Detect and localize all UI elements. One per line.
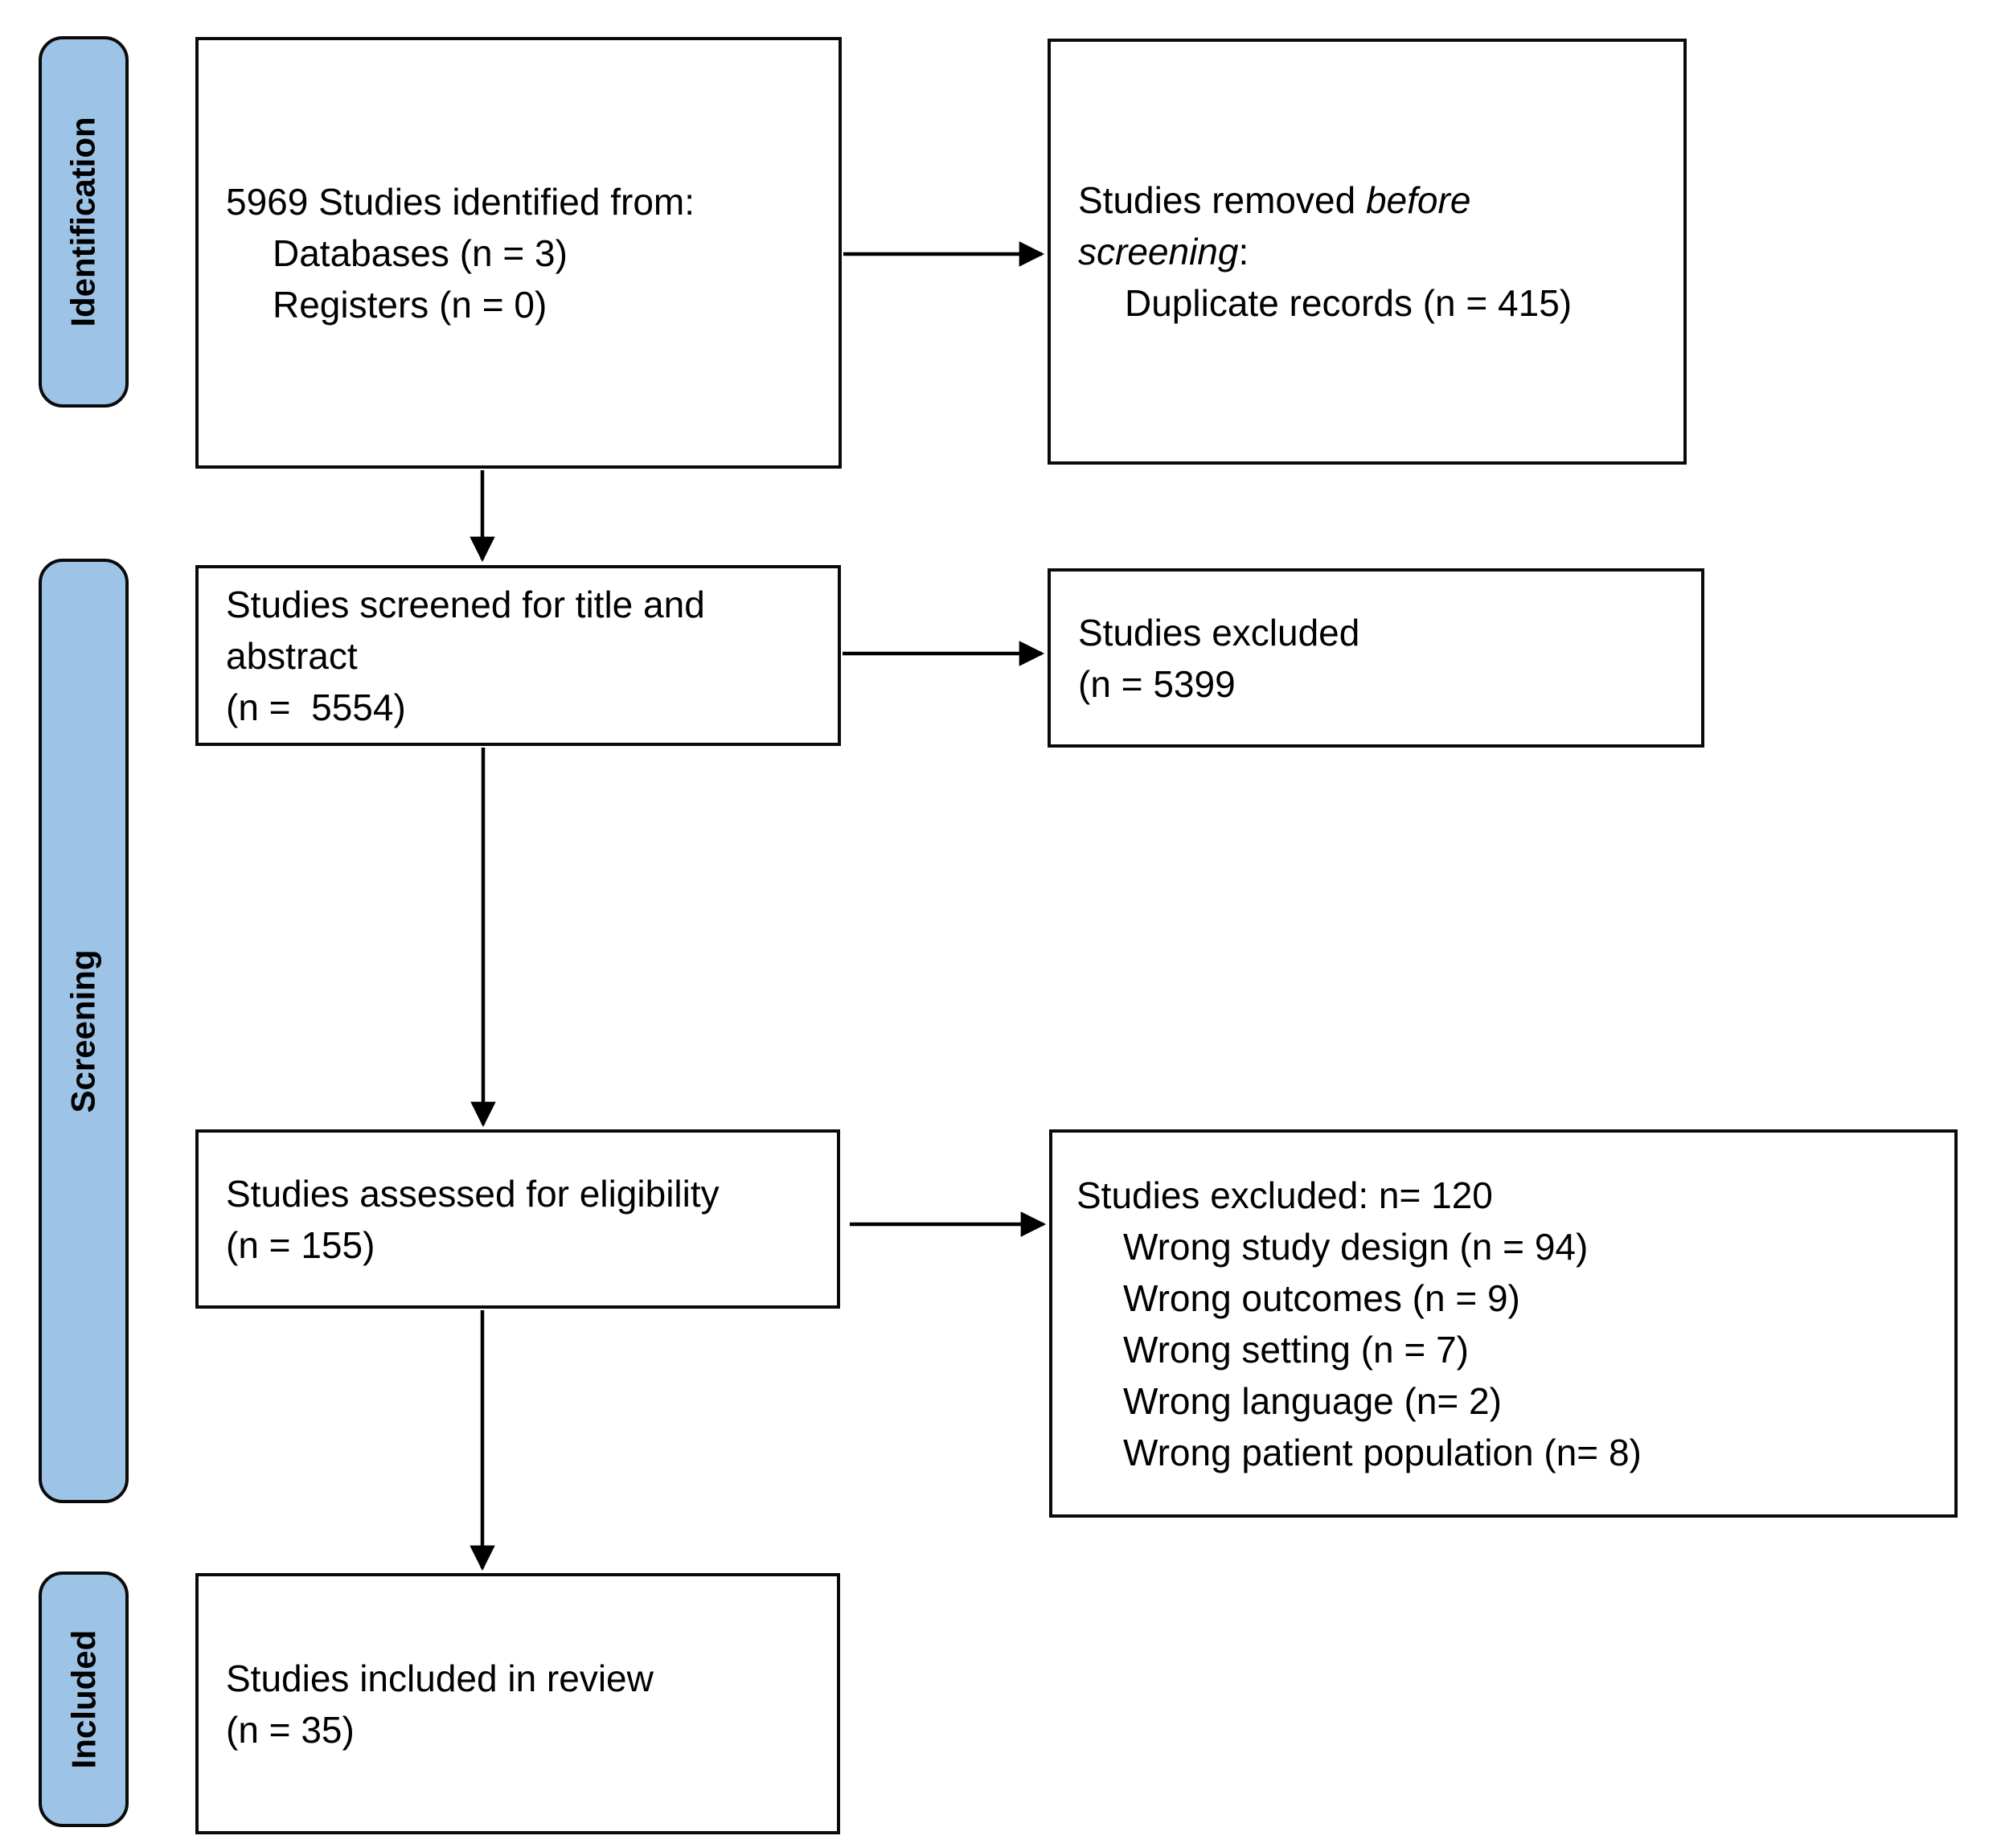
box-text-line: 5969 Studies identified from: bbox=[226, 176, 819, 227]
box-text-line: Wrong study design (n = 94) bbox=[1076, 1221, 1935, 1272]
box-text-line: Studies removed before bbox=[1078, 174, 1664, 226]
box-text-line: Studies assessed for eligibility bbox=[226, 1168, 818, 1219]
box-text-segment: Wrong patient population (n= 8) bbox=[1123, 1431, 1642, 1473]
box-text-segment: Studies screened for title and bbox=[226, 583, 705, 625]
box-studies-assessed-eligibility: Studies assessed for eligibility (n = 155… bbox=[195, 1129, 840, 1309]
box-text-segment: (n = 5399 bbox=[1078, 662, 1236, 705]
box-text-segment: abstract bbox=[226, 634, 358, 677]
box-studies-screened: Studies screened for title and abstract (n… bbox=[195, 565, 841, 746]
box-text-segment: Studies included in review bbox=[226, 1657, 654, 1699]
box-text-segment: Wrong study design (n = 94) bbox=[1123, 1225, 1589, 1268]
box-text-line: abstract bbox=[226, 630, 818, 682]
box-text-line: Duplicate records (n = 415) bbox=[1078, 277, 1664, 329]
box-text-line: Wrong patient population (n= 8) bbox=[1076, 1427, 1935, 1478]
box-text-line: Wrong language (n= 2) bbox=[1076, 1375, 1935, 1427]
box-text-segment: Databases (n = 3) bbox=[273, 232, 568, 274]
box-text-line: Databases (n = 3) bbox=[226, 227, 819, 279]
box-text-segment: Studies excluded bbox=[1078, 611, 1360, 654]
box-text-segment: (n = 35) bbox=[226, 1708, 355, 1751]
box-text-segment-italic: before bbox=[1365, 179, 1471, 221]
stage-label-text: Included bbox=[64, 1629, 102, 1769]
box-text-segment: Wrong outcomes (n = 9) bbox=[1123, 1276, 1520, 1319]
box-text-line: (n = 5399 bbox=[1078, 658, 1682, 710]
box-text-line: Studies excluded bbox=[1078, 607, 1682, 658]
box-text-line: Registers (n = 0) bbox=[226, 279, 819, 330]
box-text-line: screening: bbox=[1078, 226, 1664, 277]
box-studies-excluded-screening: Studies excluded (n = 5399 bbox=[1048, 568, 1704, 748]
box-text-segment: Studies assessed for eligibility bbox=[226, 1172, 720, 1215]
box-text-line: Studies screened for title and bbox=[226, 579, 818, 630]
box-text-line: Wrong outcomes (n = 9) bbox=[1076, 1272, 1935, 1324]
box-text-segment-italic: screening bbox=[1078, 231, 1239, 272]
box-text-segment: Wrong setting (n = 7) bbox=[1123, 1328, 1469, 1371]
stage-label-text: Identification bbox=[64, 117, 102, 327]
box-studies-identified: 5969 Studies identified from: Databases (… bbox=[195, 37, 842, 469]
box-studies-included-review: Studies included in review (n = 35) bbox=[195, 1573, 840, 1834]
stage-label-text: Screening bbox=[64, 949, 103, 1113]
box-text-segment: (n = 5554) bbox=[226, 686, 406, 728]
stage-label-included: Included bbox=[39, 1571, 129, 1827]
box-text-line: (n = 35) bbox=[226, 1704, 818, 1756]
box-text-segment: Duplicate records (n = 415) bbox=[1125, 282, 1573, 324]
stage-label-identification: Identification bbox=[39, 36, 129, 408]
box-text-segment: Registers (n = 0) bbox=[273, 283, 547, 326]
box-text-line: Studies included in review bbox=[226, 1653, 818, 1704]
box-text-segment: (n = 155) bbox=[226, 1223, 375, 1266]
box-text-line: Studies excluded: n= 120 bbox=[1076, 1170, 1935, 1221]
box-text-line: (n = 155) bbox=[226, 1219, 818, 1271]
box-text-segment: Wrong language (n= 2) bbox=[1123, 1379, 1502, 1422]
box-text-segment: : bbox=[1238, 231, 1249, 272]
box-text-line: (n = 5554) bbox=[226, 682, 818, 733]
box-text-segment: 5969 Studies identified from: bbox=[226, 180, 695, 223]
stage-label-screening: Screening bbox=[39, 559, 129, 1503]
box-text-segment: Studies excluded: n= 120 bbox=[1076, 1174, 1493, 1216]
box-text-segment: Studies removed bbox=[1078, 179, 1366, 221]
box-text-line: Wrong setting (n = 7) bbox=[1076, 1324, 1935, 1375]
